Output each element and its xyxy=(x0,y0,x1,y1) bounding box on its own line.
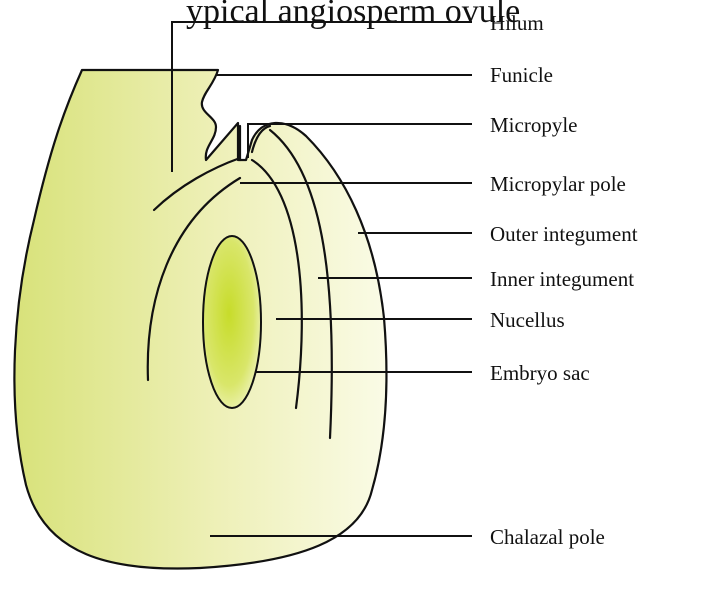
embryo-sac xyxy=(203,236,261,408)
label-nucellus: Nucellus xyxy=(490,308,565,332)
label-micropyle: Micropyle xyxy=(490,113,577,137)
label-inner-integument: Inner integument xyxy=(490,267,634,291)
label-funicle: Funicle xyxy=(490,63,553,87)
label-hilum: Hilum xyxy=(490,11,544,35)
label-micropylar-pole: Micropylar pole xyxy=(490,172,626,196)
label-outer-integument: Outer integument xyxy=(490,222,638,246)
label-embryo-sac: Embryo sac xyxy=(490,361,590,385)
diagram-title-fragment: ypical angiosperm ovule xyxy=(186,0,520,30)
label-chalazal-pole: Chalazal pole xyxy=(490,525,605,549)
